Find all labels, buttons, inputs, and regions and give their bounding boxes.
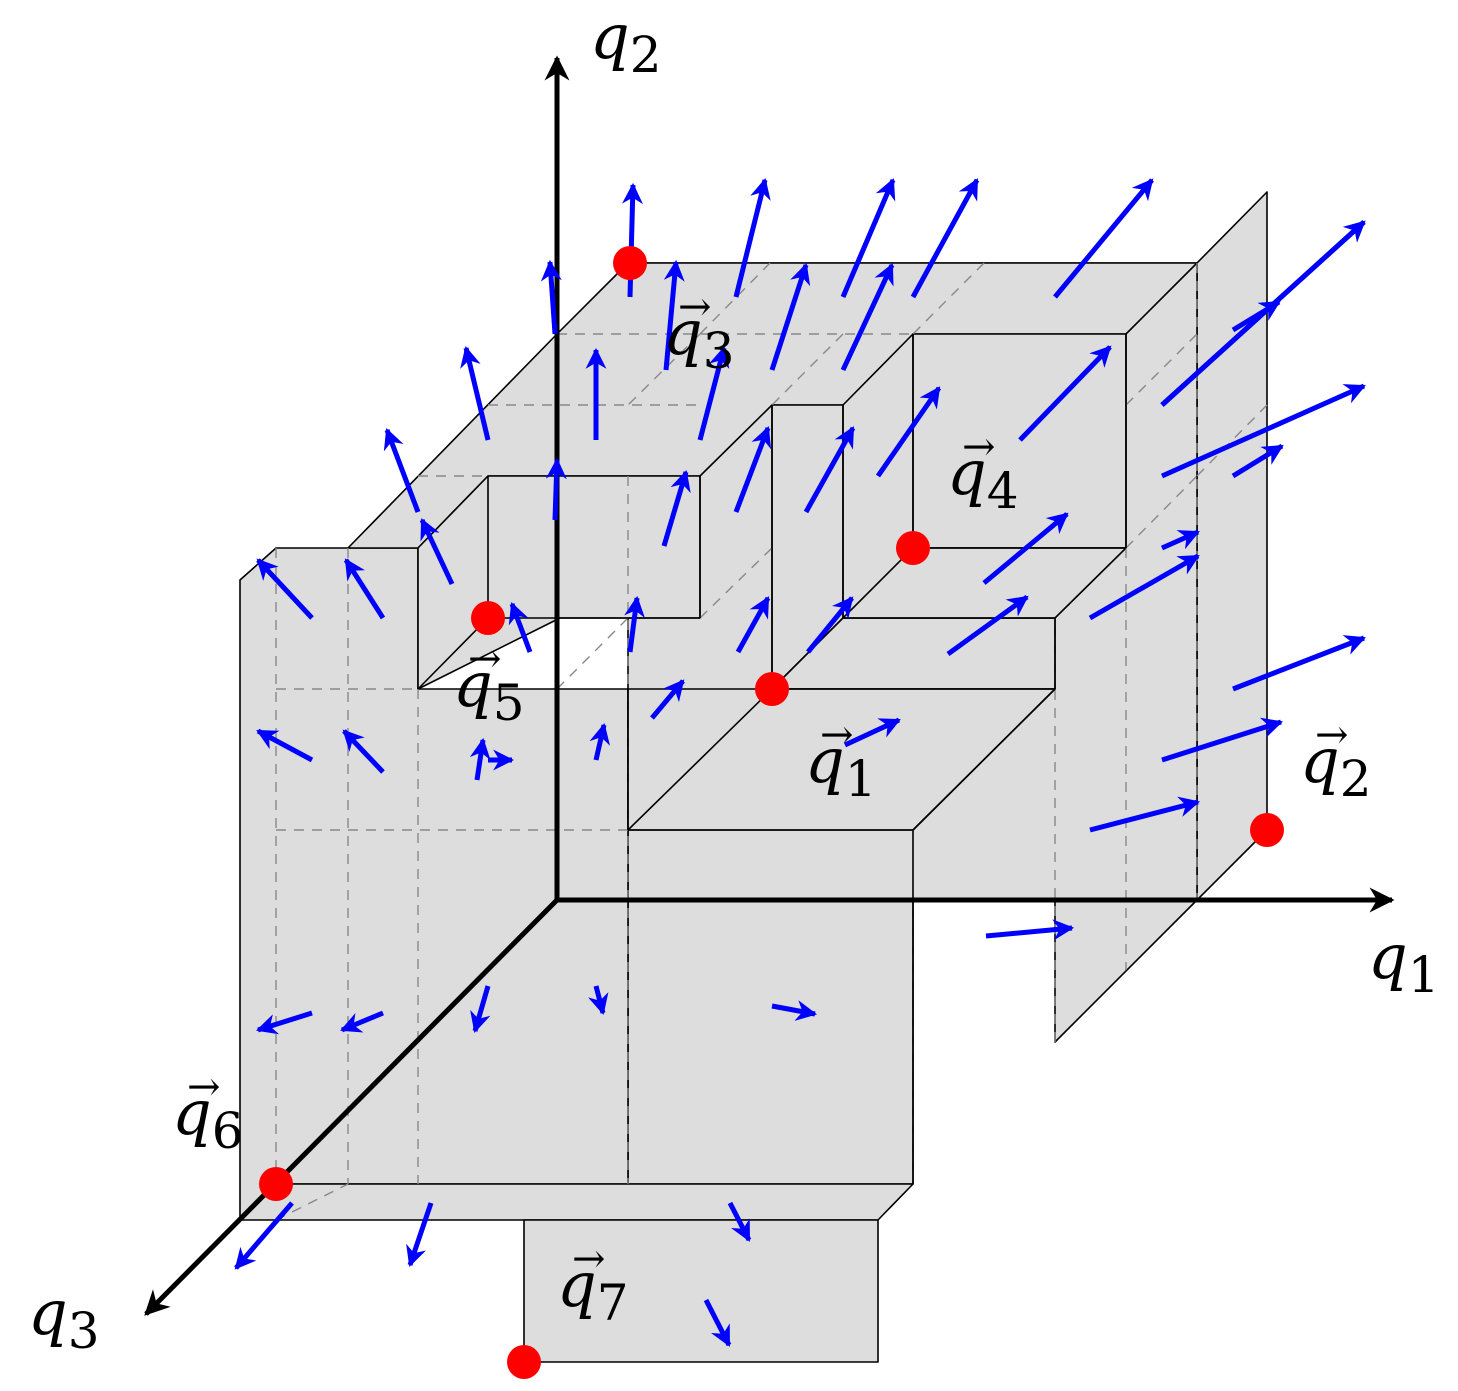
vector-arrow-7 (663, 259, 685, 371)
q3-point-label: → q3 (663, 284, 735, 380)
vector-arrow-9 (840, 263, 895, 372)
vector-arrow-35 (1160, 529, 1200, 551)
svg-text:→: → (678, 284, 712, 330)
vector-arrow-32 (982, 512, 1069, 585)
vector-arrow-37 (1161, 717, 1284, 763)
svg-text:q7: q7 (557, 1248, 629, 1332)
q1-axis-label: q1 (1368, 920, 1440, 1004)
vector-arrow-44 (469, 737, 491, 781)
point-labels: → q1 → q2 → q3 → q4 → q5 → q6 → q7 (172, 284, 1372, 1332)
vector-arrow-2 (733, 177, 771, 298)
q5-point (471, 601, 505, 635)
q2-point-label: → q2 (1300, 712, 1372, 808)
vector-arrow-12 (460, 345, 491, 441)
q7-point-label: → q7 (557, 1236, 629, 1332)
vector-arrow-27 (419, 518, 455, 586)
vector-arrow-8 (769, 263, 811, 371)
svg-text:q5: q5 (453, 648, 525, 732)
vector-arrow-26 (343, 558, 386, 620)
vector-arrow-48 (588, 985, 609, 1016)
vector-arrow-51 (255, 1010, 313, 1035)
svg-text:→: → (820, 712, 854, 758)
right-slab-face (1196, 191, 1268, 901)
q2-axis-label: q2 (590, 0, 662, 84)
vector-arrow-47 (771, 1000, 818, 1021)
vector-arrow-21 (803, 426, 856, 514)
vector-arrow-52 (234, 1201, 294, 1270)
vector-arrow-25 (256, 558, 314, 620)
q1-point (755, 672, 789, 706)
q4-point (896, 531, 930, 565)
vector-arrow-5 (1053, 178, 1154, 299)
vector-arrow-38 (1089, 796, 1201, 833)
vector-arrow-3 (840, 178, 896, 298)
vector-field-arrows (234, 177, 1366, 1347)
q6-point (259, 1167, 293, 1201)
q3-axis-label: q3 (28, 1276, 100, 1360)
vector-arrow-33 (946, 594, 1029, 657)
vector-arrow-39 (256, 728, 314, 763)
svg-text:→: → (962, 424, 996, 470)
region-faces (239, 191, 1268, 1363)
vector-arrow-43 (589, 722, 611, 761)
svg-text:→: → (1315, 712, 1349, 758)
vector-arrow-40 (342, 729, 385, 774)
vector-arrow-29 (624, 595, 645, 653)
vector-arrow-1 (621, 182, 643, 298)
vector-arrow-28 (508, 602, 533, 653)
svg-text:→: → (187, 1064, 221, 1110)
vector-arrow-20 (733, 426, 772, 513)
svg-text:q6: q6 (172, 1076, 244, 1160)
q6-point-label: → q6 (172, 1064, 244, 1160)
q3-point (613, 246, 647, 280)
q2-point (1250, 813, 1284, 847)
vector-arrow-46 (985, 919, 1075, 941)
vector-arrow-4 (910, 178, 980, 299)
q7-point (507, 1345, 541, 1379)
svg-text:→: → (468, 636, 502, 682)
vector-arrow-16 (1231, 299, 1281, 333)
vector-arrow-17 (383, 428, 421, 513)
q3-axis (144, 898, 559, 1316)
vector-arrow-14 (697, 345, 730, 441)
critical-points (259, 246, 1284, 1379)
q1-point-label: → q1 (805, 712, 877, 808)
vector-arrow-42 (650, 679, 685, 720)
svg-text:q4: q4 (947, 436, 1019, 520)
svg-text:→: → (572, 1236, 606, 1282)
q7-panel-face (523, 1219, 879, 1363)
vector-arrow-31 (806, 596, 854, 654)
vector-arrow-18 (545, 457, 567, 521)
vector-arrow-22 (875, 386, 942, 478)
vector-arrow-49 (470, 985, 491, 1034)
vector-arrow-55 (703, 1298, 732, 1347)
vector-arrow-30 (735, 596, 771, 654)
vector-arrow-24 (1231, 443, 1284, 479)
q5-point-label: → q5 (453, 636, 525, 732)
svg-text:q3: q3 (663, 296, 735, 380)
svg-text:q2: q2 (1300, 724, 1372, 808)
vector-arrow-23 (1160, 383, 1366, 479)
vector-arrow-50 (340, 1010, 384, 1033)
svg-text:q1: q1 (805, 724, 877, 808)
vector-arrow-19 (661, 469, 691, 547)
vector-arrow-15 (1018, 345, 1112, 442)
vector-arrow-34 (1088, 553, 1200, 621)
axis-labels: q1 q2 q3 (28, 0, 1440, 1360)
vector-arrow-6 (540, 259, 562, 335)
vector-arrow-36 (1232, 635, 1366, 692)
bottom-strip-face (239, 1183, 914, 1221)
vector-arrow-45 (843, 717, 901, 748)
vector-arrow-54 (727, 1201, 752, 1242)
q4-point-label: → q4 (947, 424, 1019, 520)
vector-arrow-53 (406, 1202, 434, 1267)
